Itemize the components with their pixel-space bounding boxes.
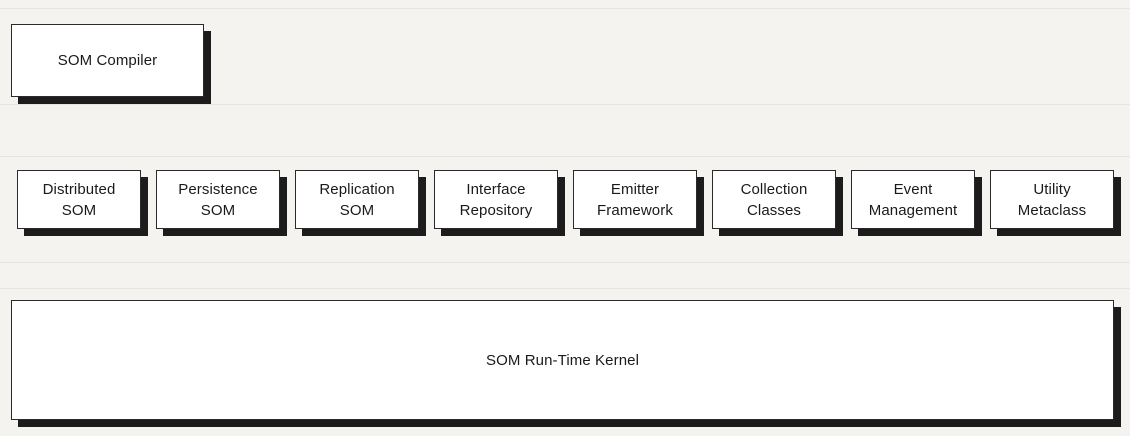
texture-line — [0, 156, 1130, 157]
texture-line — [0, 262, 1130, 263]
som-compiler-box: SOM Compiler — [11, 24, 204, 97]
collection-classes-label: Collection Classes — [740, 180, 808, 219]
emitter-framework-box: Emitter Framework — [573, 170, 697, 229]
texture-line — [0, 288, 1130, 289]
persistence-som-box: Persistence SOM — [156, 170, 280, 229]
utility-metaclass-label: Utility Metaclass — [1017, 180, 1087, 219]
interface-repository-box: Interface Repository — [434, 170, 558, 229]
persistence-som-label: Persistence SOM — [178, 180, 258, 219]
texture-line — [0, 104, 1130, 105]
replication-som-label: Replication SOM — [319, 180, 395, 219]
collection-classes-box: Collection Classes — [712, 170, 836, 229]
interface-repository-label: Interface Repository — [459, 180, 533, 219]
texture-line — [0, 8, 1130, 9]
event-management-label: Event Management — [868, 180, 958, 219]
emitter-framework-label: Emitter Framework — [597, 180, 673, 219]
distributed-som-box: Distributed SOM — [17, 170, 141, 229]
distributed-som-label: Distributed SOM — [42, 180, 116, 219]
utility-metaclass-box: Utility Metaclass — [990, 170, 1114, 229]
som-compiler-label: SOM Compiler — [57, 52, 158, 69]
som-runtime-kernel-box: SOM Run-Time Kernel — [11, 300, 1114, 420]
replication-som-box: Replication SOM — [295, 170, 419, 229]
event-management-box: Event Management — [851, 170, 975, 229]
som-runtime-kernel-label: SOM Run-Time Kernel — [485, 351, 640, 369]
